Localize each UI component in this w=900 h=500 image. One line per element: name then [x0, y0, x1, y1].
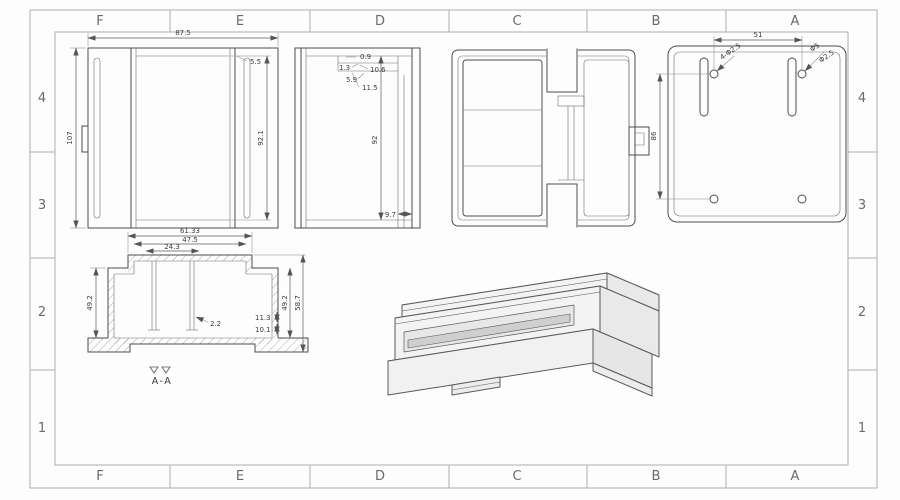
- zone-label: F: [96, 469, 103, 484]
- side-step-dim: 11.5: [362, 84, 378, 92]
- section-width-dim: 47.5: [182, 236, 198, 244]
- top-hole-spacing-h-dim: 51: [754, 31, 763, 39]
- surface-finish-mark: [149, 366, 159, 374]
- view-top: 51 86 4-Φ2.5 Φ5 Φ2.5: [650, 31, 847, 223]
- zone-label: E: [236, 14, 244, 29]
- view-back: [451, 48, 650, 228]
- zone-label: C: [512, 469, 521, 484]
- section-right-height-dim: 49.2: [281, 295, 289, 311]
- zone-label: 2: [38, 305, 46, 320]
- zone-label: F: [96, 14, 103, 29]
- zone-label: E: [236, 469, 244, 484]
- section-width-dim: 61.33: [180, 227, 200, 235]
- zone-labels-left: 4 3 2 1: [38, 91, 46, 436]
- surface-finish-mark: [161, 366, 171, 374]
- front-height-dim: 107: [66, 131, 74, 144]
- zone-label: 2: [858, 305, 866, 320]
- front-width-dim: 87.5: [175, 29, 191, 37]
- screw-hole: [797, 69, 807, 79]
- section-label: A-A: [152, 376, 173, 387]
- side-step-dim: 10.6: [370, 66, 386, 74]
- side-step-dim: 5.9: [346, 76, 357, 84]
- zone-label: A: [791, 14, 800, 29]
- front-inner-height-dim: 92.1: [257, 130, 265, 146]
- section-width-dim: 24.3: [164, 243, 180, 251]
- zone-label: 1: [858, 421, 866, 436]
- section-overall-height-dim: 58.7: [294, 295, 302, 311]
- drawing-frame: [29, 9, 878, 489]
- screw-hole: [709, 194, 719, 204]
- side-step-dim: 0.9: [360, 53, 371, 61]
- side-rail-dim: 9.7: [385, 211, 396, 219]
- zone-label: B: [652, 14, 661, 29]
- section-right-small-dim: 10.1: [255, 326, 271, 334]
- top-holes-callout: 4-Φ2.5: [719, 42, 743, 62]
- side-step-dim: 1.3: [339, 64, 350, 72]
- view-side: 0.9 1.3 10.6 5.9 11.5 92 9.7: [294, 47, 421, 229]
- screw-hole: [709, 69, 719, 79]
- zone-labels-bottom: F E D C B A: [96, 469, 799, 484]
- view-section: 61.33 47.5 24.3 49.2 2.2 11.3 10.1 49.2 …: [86, 227, 309, 387]
- front-lip-dim: 5.5: [250, 58, 261, 66]
- zone-label: D: [375, 469, 385, 484]
- screw-hole: [797, 194, 807, 204]
- section-left-height-dim: 49.2: [86, 295, 94, 311]
- zone-label: A: [791, 469, 800, 484]
- zone-label: B: [652, 469, 661, 484]
- zone-labels-right: 4 3 2 1: [858, 91, 866, 436]
- view-isometric: [387, 272, 660, 397]
- zone-label: C: [512, 14, 521, 29]
- zone-label: 1: [38, 421, 46, 436]
- top-hole-inner-callout: Φ2.5: [818, 49, 836, 65]
- side-height-dim: 92: [371, 136, 379, 145]
- zone-label: 3: [38, 198, 46, 213]
- zone-label: 4: [858, 91, 866, 106]
- zone-labels-top: F E D C B A: [96, 14, 799, 29]
- din-rail-foot: [592, 362, 653, 397]
- zone-label: D: [375, 14, 385, 29]
- top-hole-spacing-v-dim: 86: [650, 131, 658, 140]
- view-front: 87.5 107 92.1 5.5: [66, 29, 279, 229]
- zone-label: 3: [858, 198, 866, 213]
- section-right-small-dim: 11.3: [255, 314, 271, 322]
- section-rib-dim: 2.2: [210, 320, 221, 328]
- zone-label: 4: [38, 91, 46, 106]
